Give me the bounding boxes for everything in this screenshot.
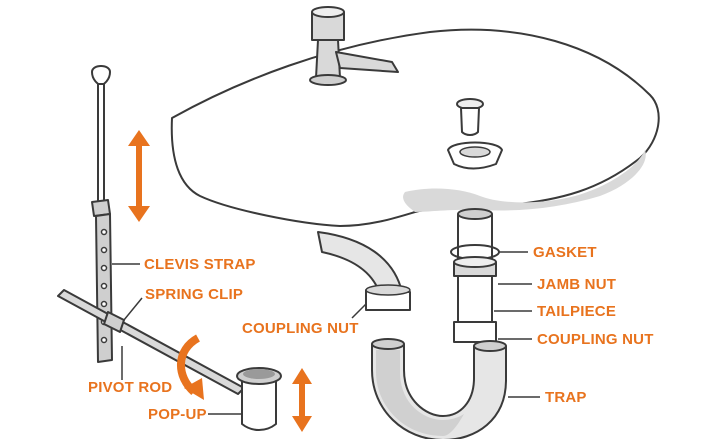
label-pivot-rod: PIVOT ROD [88,379,172,396]
label-clevis-strap: CLEVIS STRAP [144,256,256,273]
tailpiece-assembly [450,208,500,343]
p-trap [371,338,507,439]
label-coupling-nut-right: COUPLING NUT [537,331,654,348]
label-pop-up: POP-UP [148,406,207,423]
pop-up-stopper [236,367,282,431]
rotation-arrow-icon [177,334,204,400]
up-down-arrow-icon [128,130,150,222]
drain-arm [317,231,411,311]
up-down-arrow-icon [292,368,312,432]
label-jamb-nut: JAMB NUT [537,276,616,293]
sink-basin [170,28,660,227]
leader-lines [112,251,540,415]
label-spring-clip: SPRING CLIP [145,286,243,303]
coupling-nut-right [453,321,497,343]
label-tailpiece: TAILPIECE [537,303,616,320]
label-trap: TRAP [545,389,587,406]
lift-rod [97,83,105,205]
jamb-nut [453,256,497,268]
faucet [309,6,399,86]
spring-clip [103,311,125,333]
label-gasket: GASKET [533,244,597,261]
drain-stopper-cap [456,98,484,136]
label-coupling-nut-left: COUPLING NUT [242,320,359,337]
lift-rod-knob [91,65,111,87]
